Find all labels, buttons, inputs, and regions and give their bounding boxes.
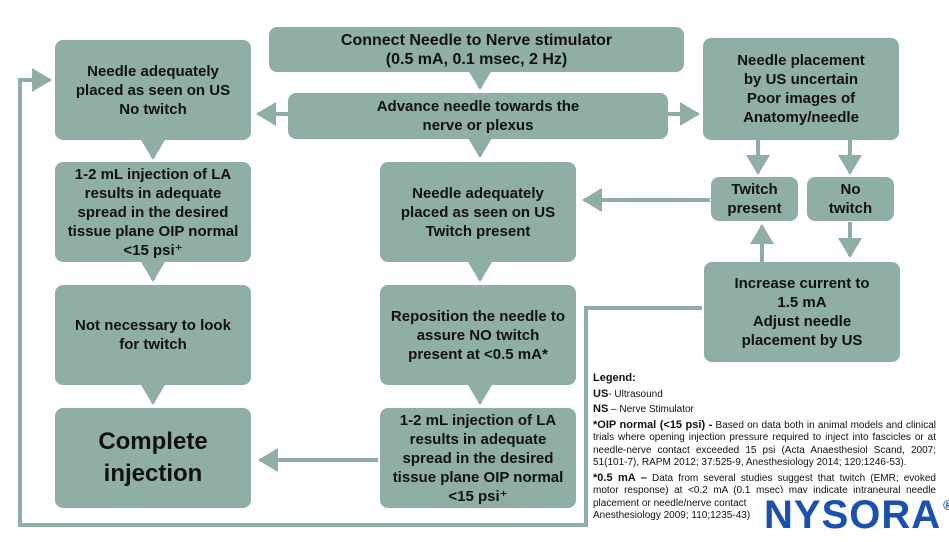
legend-ma: *0.5 mA – Data from several studies sugg… <box>593 471 936 522</box>
legend: Legend: US- Ultrasound NS – Nerve Stimul… <box>593 372 936 525</box>
advance-box: Advance needle towards the nerve or plex… <box>288 93 668 139</box>
twitch-present-placed-box: Needle adequately placed as seen on US T… <box>380 162 576 262</box>
twitch-present-box: Twitch present <box>711 177 798 221</box>
legend-ns: NS – Nerve Stimulator <box>593 403 694 415</box>
not-necessary-box: Not necessary to look for twitch <box>55 285 251 385</box>
increase-current-box: Increase current to 1.5 mA Adjust needle… <box>704 262 900 362</box>
logo-text: NYSORA <box>764 492 942 537</box>
arrow-loop-to-top-left <box>18 68 702 527</box>
no-twitch-box: No twitch <box>807 177 894 221</box>
nysora-logo: NYSORA® <box>764 492 949 537</box>
uncertain-box: Needle placement by US uncertain Poor im… <box>703 38 899 140</box>
connect-box: Connect Needle to Nerve stimulator (0.5 … <box>269 27 684 72</box>
injection-left-box: 1-2 mL injection of LA results in adequa… <box>55 162 251 262</box>
legend-title: Legend: <box>593 372 636 384</box>
legend-oip: *OIP normal (<15 psi) - Based on data bo… <box>593 418 936 469</box>
complete-injection-box: Complete injection <box>55 408 251 508</box>
registered-mark: ® <box>943 497 949 513</box>
reposition-box: Reposition the needle to assure NO twitc… <box>380 285 576 385</box>
legend-us: US- Ultrasound <box>593 387 663 400</box>
injection-center-box: 1-2 mL injection of LA results in adequa… <box>380 408 576 508</box>
no-twitch-placed-box: Needle adequately placed as seen on US N… <box>55 40 251 140</box>
